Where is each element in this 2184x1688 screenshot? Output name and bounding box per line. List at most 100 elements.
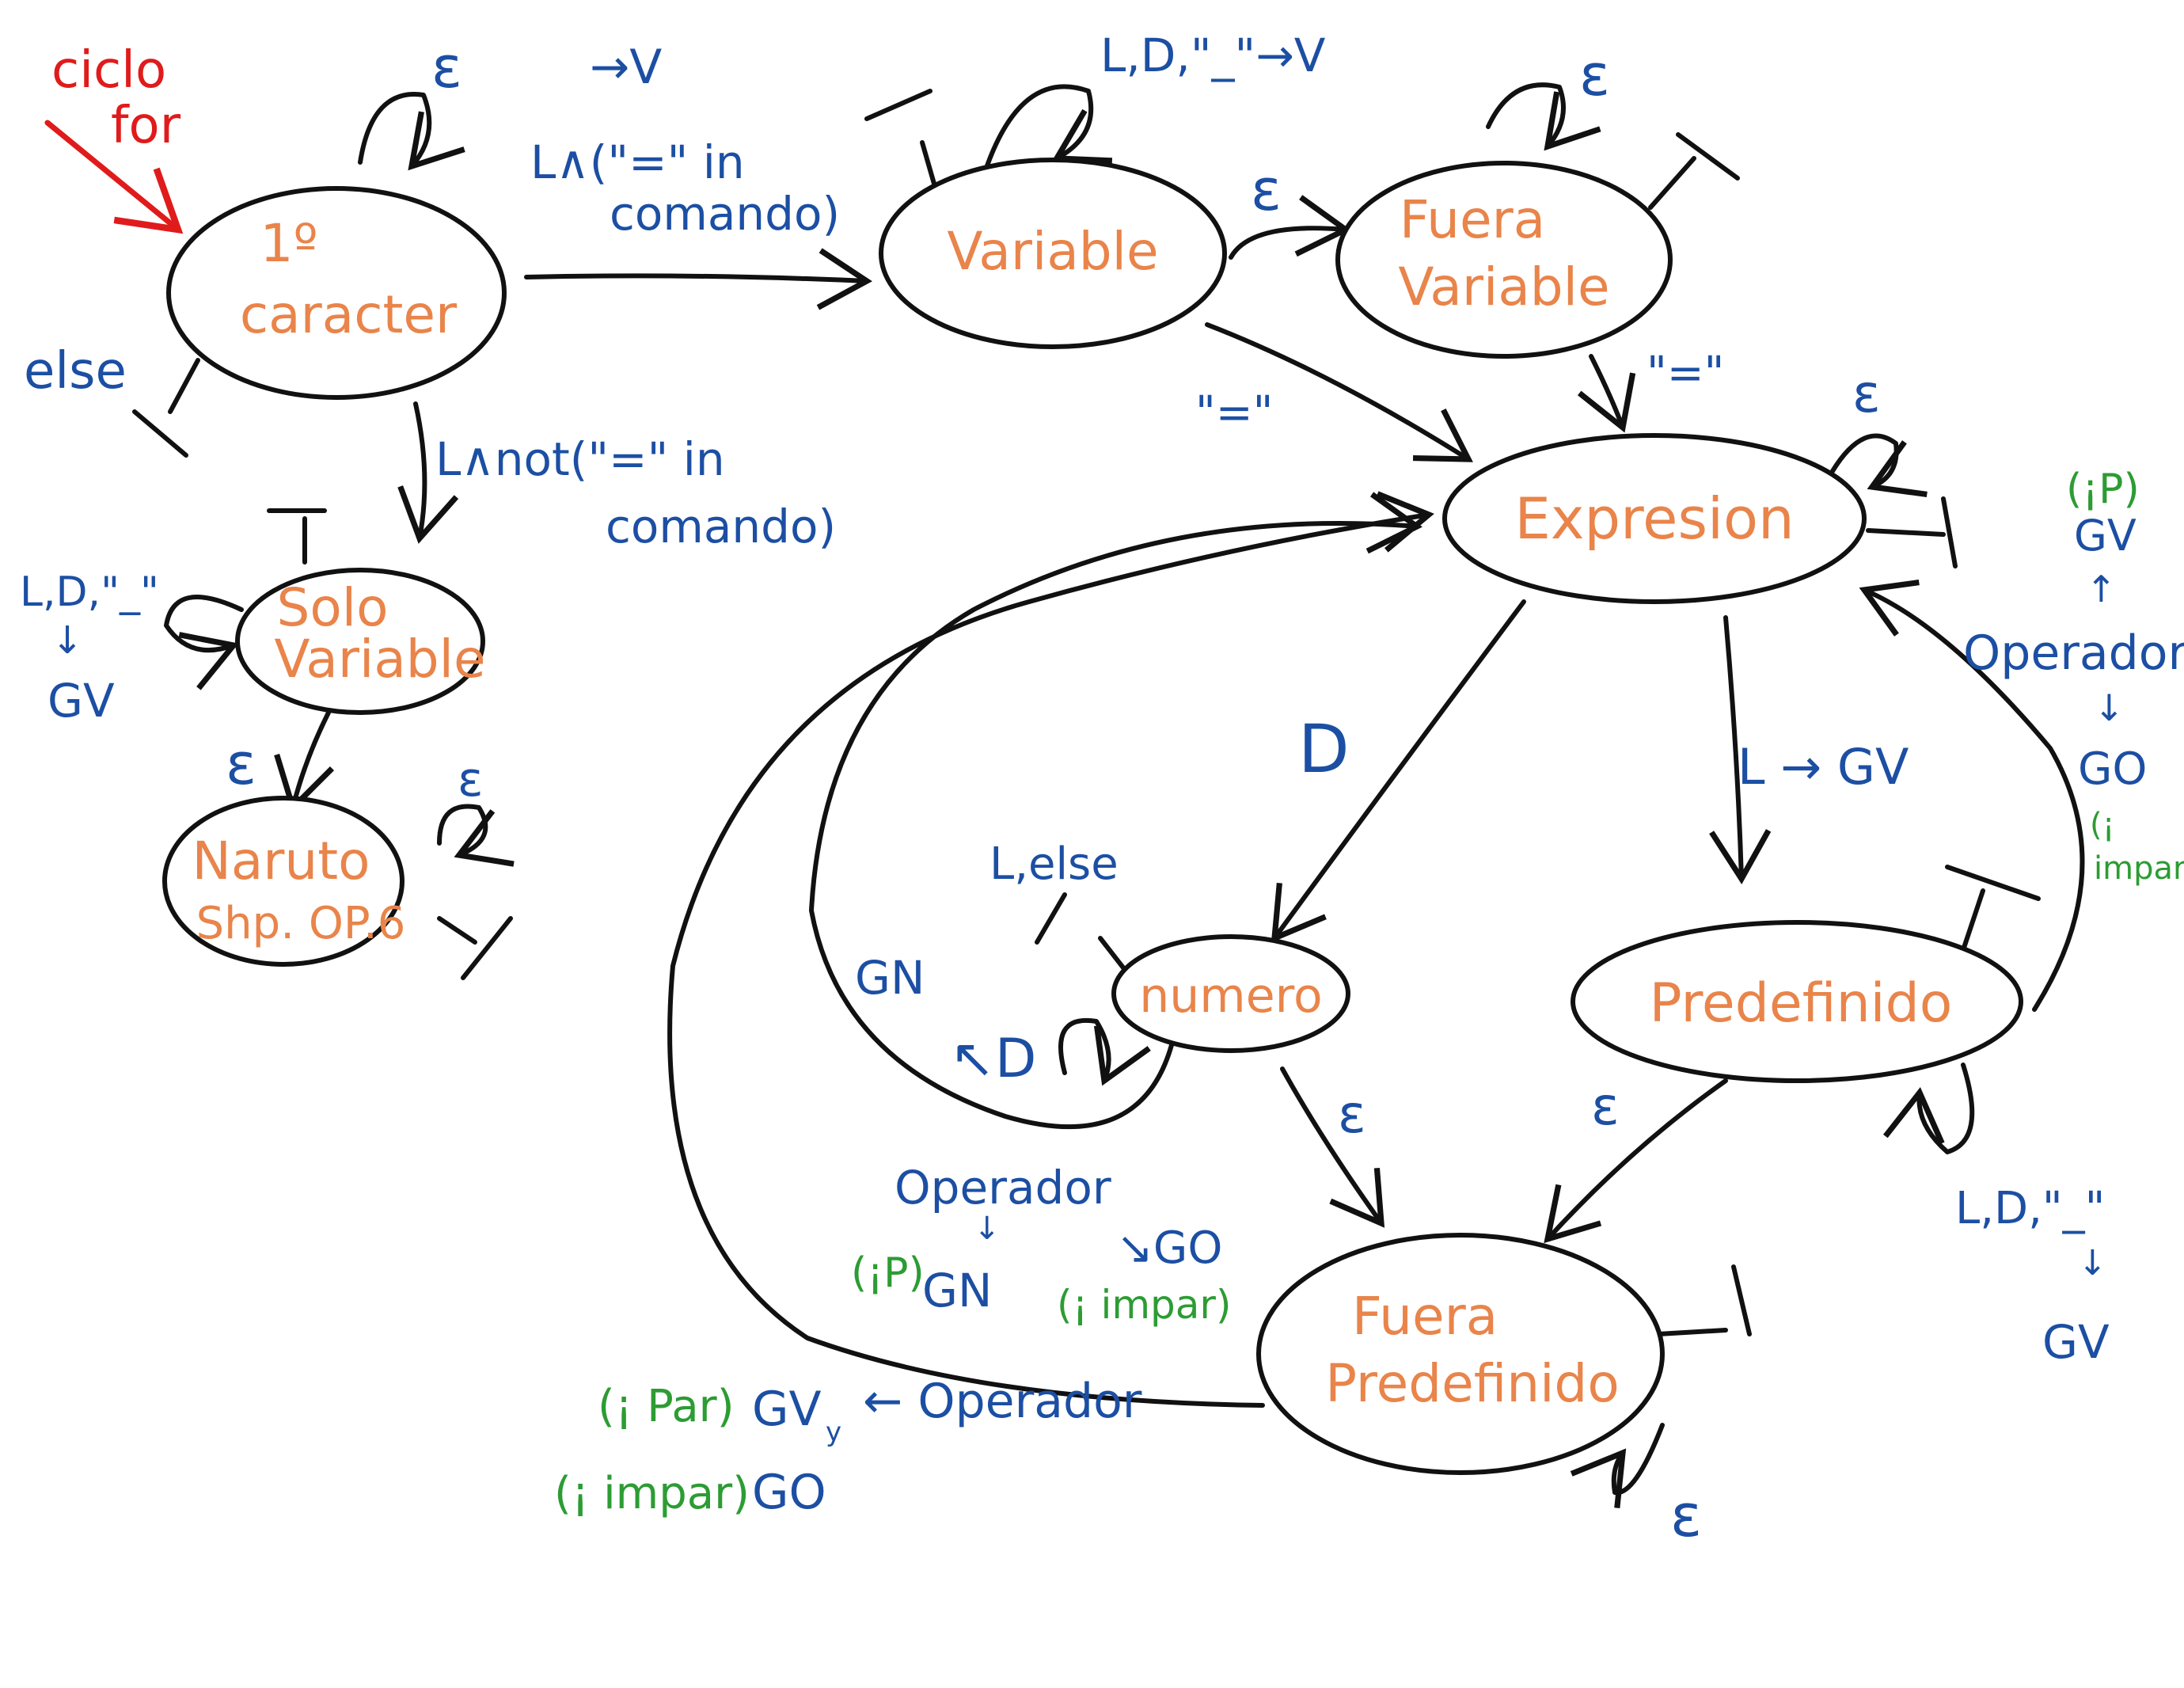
edge-solo-naruto [274, 710, 335, 813]
node-primer-line2: caracter [240, 284, 458, 345]
edge-expresion-self [1830, 433, 1928, 497]
label-variable-self: L,D,"_"→V [1100, 29, 1326, 82]
node-solo-variable: Solo Variable [235, 568, 486, 715]
label-numero-back-operador: Operador [894, 1161, 1111, 1215]
edge-variable-expresion [1205, 322, 1473, 462]
reject-bar-fuera-var [1676, 132, 1740, 181]
edge-naruto-reject [437, 916, 477, 945]
node-variable-line1: Variable [947, 221, 1158, 282]
edge-expresion-numero [1271, 599, 1526, 943]
label-primer-else: else [24, 342, 127, 401]
edge-fuera-var-reject [1648, 156, 1696, 210]
edge-labels: ciclo for ε else →V L∧("=" in comando) L… [20, 29, 2184, 1550]
edge-numero-fuera-pred [1280, 1066, 1385, 1228]
reject-bar-pred [1945, 865, 2041, 901]
reject-bar-expresion [1941, 496, 1958, 568]
edge-variable-self [983, 84, 1113, 173]
edge-pred-reject [1961, 888, 1985, 952]
label-solo-self-arrow: ↓ [51, 618, 83, 663]
node-predefinido-line1: Predefinido [1650, 972, 1953, 1035]
label-numero-back-gn: GN [922, 1264, 992, 1317]
edge-variable-fuera [1229, 195, 1351, 260]
label-fuera-pred-eps: ε [1670, 1482, 1702, 1550]
edge-numero-self [1058, 1017, 1151, 1086]
label-numero-back-impar: (¡ impar) [1057, 1282, 1231, 1328]
start-label-line1: ciclo [51, 41, 166, 100]
label-naruto-eps: ε [458, 752, 483, 808]
node-expresion: Expresion [1442, 433, 1867, 604]
label-fuera-pred-gv-sub: y [826, 1416, 841, 1448]
edge-primer-variable [524, 248, 872, 310]
label-fuera-pred-gv: GV [752, 1382, 822, 1437]
edge-fuera-pred-expresion [667, 491, 1434, 1408]
edge-primer-reject [168, 358, 200, 414]
label-primer-solo-cond2: comando) [606, 500, 836, 553]
node-fuera-variable: Fuera Variable [1335, 161, 1673, 359]
node-predefinido: Predefinido [1571, 920, 2023, 1083]
label-pred-self-gv: GV [2042, 1315, 2110, 1369]
nodes: 1º caracter Variable Fuera Variable Solo… [162, 158, 2023, 1475]
label-pred-back-operador: Operador [1963, 625, 2184, 681]
node-naruto-line2: Shp. OP.6 [196, 898, 406, 949]
label-pred-back-jp: (¡P) [2066, 466, 2140, 513]
label-solo-self: L,D,"_" [20, 568, 159, 616]
label-variable-fuera-eps: ε [1251, 157, 1282, 223]
label-pred-back-gv: GV [2074, 511, 2137, 561]
label-fuera-pred-operador: ← Operador [863, 1374, 1142, 1429]
label-numero-reject: L,else [989, 838, 1119, 890]
reject-bar-fuera-pred [1731, 1264, 1752, 1336]
start-arrow [44, 120, 184, 234]
label-numero-fuera-eps: ε [1338, 1084, 1366, 1145]
label-primer-eps: ε [431, 34, 462, 101]
node-fuera-var-line1: Fuera [1400, 189, 1545, 250]
node-fuera-predefinido: Fuera Predefinido [1256, 1233, 1665, 1475]
edge-expresion-reject [1866, 528, 1946, 537]
label-fuera-var-expresion-eq: "=" [1647, 348, 1724, 399]
label-pred-back-down: ↓ [2094, 686, 2125, 729]
label-numero-gn: GN [855, 951, 925, 1005]
node-expresion-line1: Expresion [1514, 485, 1794, 552]
node-primer-line1: 1º [260, 213, 317, 274]
label-expresion-eps: ε [1852, 363, 1881, 424]
label-pred-self: L,D,"_" [1955, 1183, 2105, 1234]
node-fuera-var-line2: Variable [1398, 257, 1609, 317]
label-solo-naruto-eps: ε [226, 731, 256, 797]
label-variable-expresion-eq: "=" [1195, 387, 1273, 439]
edge-fuera-var-self [1486, 82, 1601, 151]
node-numero: numero [1111, 934, 1350, 1053]
label-pred-fuera-eps: ε [1591, 1076, 1620, 1137]
edges [44, 82, 2085, 1508]
edge-primer-solo [397, 401, 459, 544]
label-numero-back-down: ↓ [974, 1211, 1001, 1247]
node-fuera-pred-line2: Predefinido [1325, 1353, 1619, 1414]
edge-expresion-predefinido [1709, 615, 1772, 884]
edge-variable-reject [920, 140, 936, 186]
reject-bar-naruto [461, 916, 513, 980]
edge-fuera-var-expresion [1577, 354, 1636, 433]
label-primer-var-cond2: comando) [610, 187, 840, 241]
label-primer-var-arrow: →V [590, 40, 662, 95]
label-pred-back-impar1: (¡ [2090, 807, 2115, 843]
label-primer-solo-cond1: L∧not("=" in [435, 432, 725, 486]
edge-fuera-pred-reject [1656, 1328, 1728, 1336]
label-primer-var-cond1: L∧("=" in [530, 135, 745, 189]
reject-bar-primer [132, 409, 188, 458]
node-naruto-line1: Naruto [192, 831, 370, 892]
label-pred-self-arrow: ↓ [2078, 1243, 2107, 1283]
edge-pred-fuera-pred [1544, 1078, 1728, 1244]
label-numero-back-jp: (¡P) [851, 1249, 925, 1297]
label-pred-back-impar2: impar) [2094, 850, 2184, 887]
node-naruto: Naruto Shp. OP.6 [162, 796, 406, 967]
label-expresion-numero-d: D [1298, 710, 1350, 788]
label-fuera-pred-go: GO [752, 1465, 826, 1520]
label-fuera-var-eps: ε [1579, 42, 1610, 108]
edge-pred-self [1883, 1063, 1975, 1154]
node-solo-line1: Solo [277, 577, 389, 638]
label-numero-back-go: ↘GO [1116, 1222, 1222, 1274]
edge-primer-self [358, 92, 465, 171]
label-solo-gv: GV [47, 674, 115, 728]
label-fuera-pred-impar: (¡ impar) [554, 1468, 750, 1519]
reject-bar-numero [1035, 892, 1067, 945]
node-variable: Variable [879, 158, 1227, 349]
